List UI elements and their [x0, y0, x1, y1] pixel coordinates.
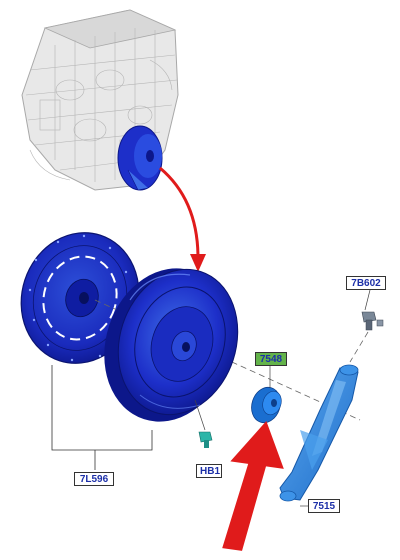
leader-line [364, 289, 371, 311]
hb1-bolt [198, 431, 213, 448]
callout-7515: 7515 [308, 499, 340, 513]
flexplate-callout-bracket [51, 365, 153, 470]
callout-hb1: HB1 [196, 464, 222, 478]
bracket-7515 [279, 364, 359, 502]
installed-converter-icon [117, 125, 163, 191]
callout-7l596: 7L596 [74, 472, 114, 486]
callout-7548: 7548 [255, 352, 287, 366]
leader-line [194, 399, 206, 431]
bolt-axis-line [349, 331, 369, 363]
torque-converter [104, 268, 239, 422]
bracket-bolt-7b602 [361, 311, 384, 331]
callout-7b602: 7B602 [346, 276, 386, 290]
red-arrow-icon [222, 421, 284, 551]
red-arrow-icon [159, 166, 206, 272]
seal-7548 [251, 386, 282, 424]
